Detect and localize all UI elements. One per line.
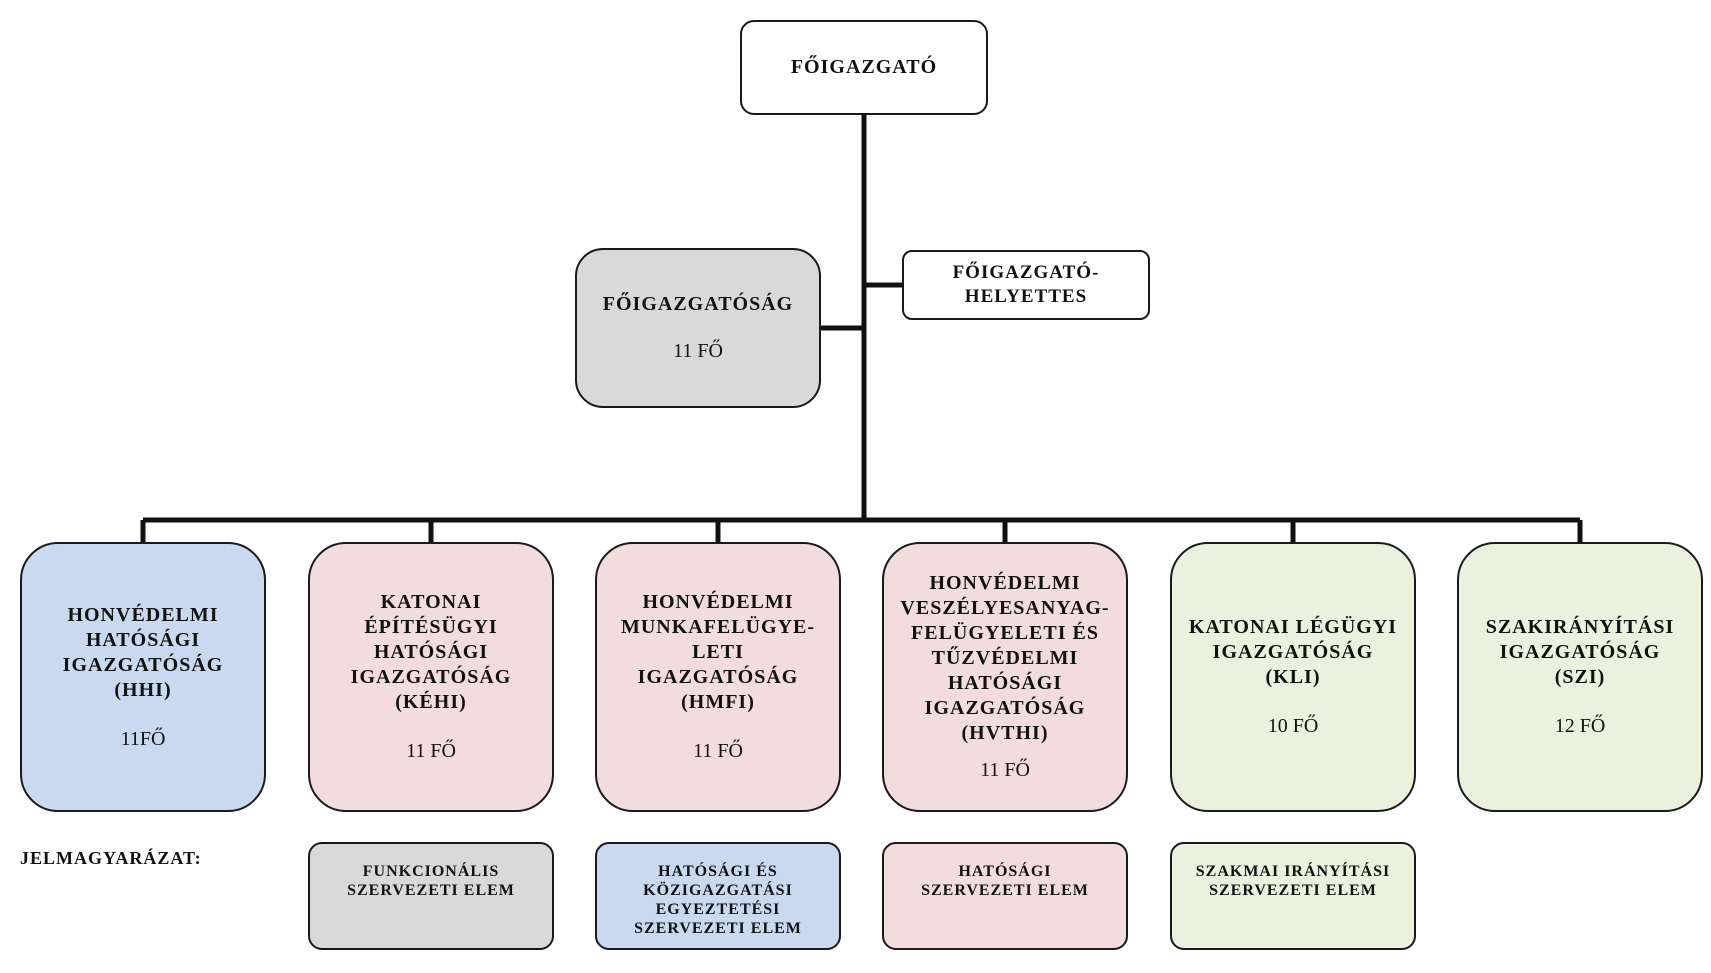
directorate-title: KATONAI LÉGÜGYI IGAZGATÓSÁG (KLI) [1188, 616, 1398, 688]
directorate-szi: SZAKIRÁNYÍTÁSI IGAZGATÓSÁG (SZI) 12 FŐ [1457, 542, 1703, 812]
foigazgato-box: FŐIGAZGATÓ [740, 20, 988, 115]
directorate-title: HONVÉDELMI MUNKAFELÜGYE- LETI IGAZGATÓSÁ… [620, 591, 816, 713]
foigazgatosag-title: FŐIGAZGATÓSÁG [602, 293, 794, 315]
foigazgatosag-box: FŐIGAZGATÓSÁG 11 FŐ [575, 248, 821, 408]
directorate-title: KATONAI ÉPÍTÉSÜGYI HATÓSÁGI IGAZGATÓSÁG … [350, 591, 512, 713]
directorate-count: 11 FŐ [980, 759, 1030, 781]
legend-item-label: HATÓSÁGI ÉS KÖZIGAZGATÁSI EGYEZTETÉSI SZ… [634, 863, 802, 937]
directorate-count: 11 FŐ [406, 740, 456, 762]
legend-item-hatosagi-kozigazgatasi: HATÓSÁGI ÉS KÖZIGAZGATÁSI EGYEZTETÉSI SZ… [595, 842, 841, 950]
directorate-title: HONVÉDELMI VESZÉLYESANYAG- FELÜGYELETI É… [900, 572, 1110, 744]
legend-item-label: HATÓSÁGI SZERVEZETI ELEM [921, 863, 1089, 899]
directorate-kehi: KATONAI ÉPÍTÉSÜGYI HATÓSÁGI IGAZGATÓSÁG … [308, 542, 554, 812]
foigazgato-helyettes-title: FŐIGAZGATÓ- HELYETTES [952, 262, 1100, 307]
legend-item-label: SZAKMAI IRÁNYÍTÁSI SZERVEZETI ELEM [1195, 863, 1391, 899]
legend-item-hatosagi: HATÓSÁGI SZERVEZETI ELEM [882, 842, 1128, 950]
directorate-title: SZAKIRÁNYÍTÁSI IGAZGATÓSÁG (SZI) [1485, 616, 1675, 688]
directorate-count: 11FŐ [120, 727, 166, 750]
legend-item-funkcionalis: FUNKCIONÁLIS SZERVEZETI ELEM [308, 842, 554, 950]
foigazgatosag-count: 11 FŐ [673, 340, 723, 362]
directorate-count: 10 FŐ [1267, 715, 1319, 737]
directorate-hhi: HONVÉDELMI HATÓSÁGI IGAZGATÓSÁG (HHI) 11… [20, 542, 266, 812]
legend-item-szakmai-iranyitasi: SZAKMAI IRÁNYÍTÁSI SZERVEZETI ELEM [1170, 842, 1416, 950]
directorate-count: 11 FŐ [693, 740, 743, 762]
legend-item-label: FUNKCIONÁLIS SZERVEZETI ELEM [347, 863, 515, 899]
directorate-title: HONVÉDELMI HATÓSÁGI IGAZGATÓSÁG (HHI) [62, 603, 224, 701]
foigazgato-title: FŐIGAZGATÓ [790, 56, 938, 78]
foigazgato-helyettes-box: FŐIGAZGATÓ- HELYETTES [902, 250, 1150, 320]
legend-title: JELMAGYARÁZAT: [20, 848, 202, 868]
directorate-count: 12 FŐ [1554, 715, 1606, 737]
directorate-kli: KATONAI LÉGÜGYI IGAZGATÓSÁG (KLI) 10 FŐ [1170, 542, 1416, 812]
directorate-hvthi: HONVÉDELMI VESZÉLYESANYAG- FELÜGYELETI É… [882, 542, 1128, 812]
directorate-hmfi: HONVÉDELMI MUNKAFELÜGYE- LETI IGAZGATÓSÁ… [595, 542, 841, 812]
